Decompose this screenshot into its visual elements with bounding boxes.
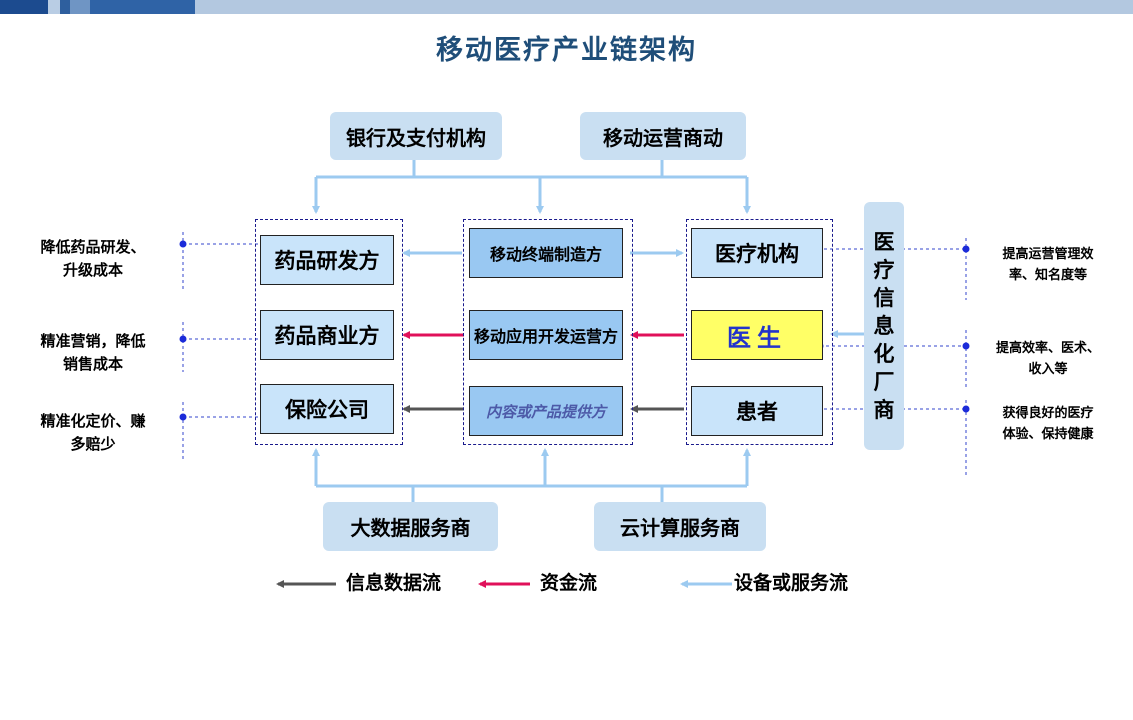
device-maker-node: 移动终端制造方: [469, 228, 623, 278]
vendor-char-4: 息: [873, 313, 895, 338]
top-distribution-lines: [312, 160, 751, 214]
right-note-3-line-2: 体验、保持健康: [1002, 427, 1094, 442]
left-note-1-line-1: 降低药品研发、: [40, 238, 146, 256]
medical-it-vendor-box: 医 疗 信 息 化 厂 商: [864, 202, 904, 450]
left-group: [255, 219, 403, 445]
left-note-3-line-2: 多赔少: [70, 435, 116, 453]
mobile-operator-box: 移动运营商动: [580, 112, 746, 160]
left-note-3-line-1: 精准化定价、赚: [40, 412, 146, 430]
right-note-2: 提高效率、医术、 收入等: [978, 338, 1118, 380]
right-note-2-line-2: 收入等: [1028, 362, 1068, 377]
left-note-2-line-1: 精准营销，降低: [40, 332, 146, 350]
left-note-1: 降低药品研发、 升级成本: [18, 236, 168, 282]
middle-group: [463, 219, 633, 445]
doctor-node: 医生: [691, 310, 823, 360]
right-note-3-line-1: 获得良好的医疗: [1002, 406, 1094, 421]
legend-info-label: 信息数据流: [346, 572, 442, 594]
pharma-rd-node: 药品研发方: [260, 235, 394, 285]
header-strip-light-1: [48, 0, 60, 14]
bank-payment-box: 银行及支付机构: [330, 112, 502, 160]
vendor-char-2: 疗: [873, 257, 895, 282]
left-note-3: 精准化定价、赚 多赔少: [18, 410, 168, 456]
left-note-2: 精准营销，降低 销售成本: [18, 330, 168, 376]
right-note-2-line-1: 提高效率、医术、: [995, 341, 1100, 356]
header-strip-mid: [70, 0, 90, 14]
bottom-distribution-lines: [312, 448, 751, 502]
content-provider-node: 内容或产品提供方: [469, 386, 623, 436]
legend-money-label: 资金流: [540, 572, 598, 594]
hospital-node: 医疗机构: [691, 228, 823, 278]
vendor-char-3: 信: [873, 285, 895, 310]
vendor-char-1: 医: [873, 229, 895, 254]
app-developer-node: 移动应用开发运营方: [469, 310, 623, 360]
left-note-1-line-2: 升级成本: [62, 261, 123, 279]
cloud-provider-box: 云计算服务商: [594, 502, 766, 551]
right-group: [686, 219, 833, 445]
vendor-char-7: 商: [873, 397, 895, 422]
right-note-1: 提高运营管理效 率、知名度等: [978, 244, 1118, 286]
left-annotation-lines: [182, 232, 265, 460]
header-strip-dark-3: [90, 0, 195, 14]
left-note-2-line-2: 销售成本: [62, 355, 123, 373]
insurance-node: 保险公司: [260, 384, 394, 434]
vendor-char-5: 化: [873, 341, 895, 366]
right-note-1-line-1: 提高运营管理效: [1002, 247, 1094, 262]
legend-service-label: 设备或服务流: [734, 572, 849, 594]
patient-node: 患者: [691, 386, 823, 436]
pharma-sales-node: 药品商业方: [260, 310, 394, 360]
header-strip-dark-1: [0, 0, 48, 14]
header-strip-light-2: [195, 0, 1133, 14]
page-title: 移动医疗产业链架构: [436, 35, 697, 66]
right-note-3: 获得良好的医疗 体验、保持健康: [978, 403, 1118, 445]
vendor-char-6: 厂: [873, 369, 895, 394]
header-strip-dark-2: [60, 0, 70, 14]
bigdata-provider-box: 大数据服务商: [323, 502, 498, 551]
right-note-1-line-2: 率、知名度等: [1008, 268, 1087, 283]
